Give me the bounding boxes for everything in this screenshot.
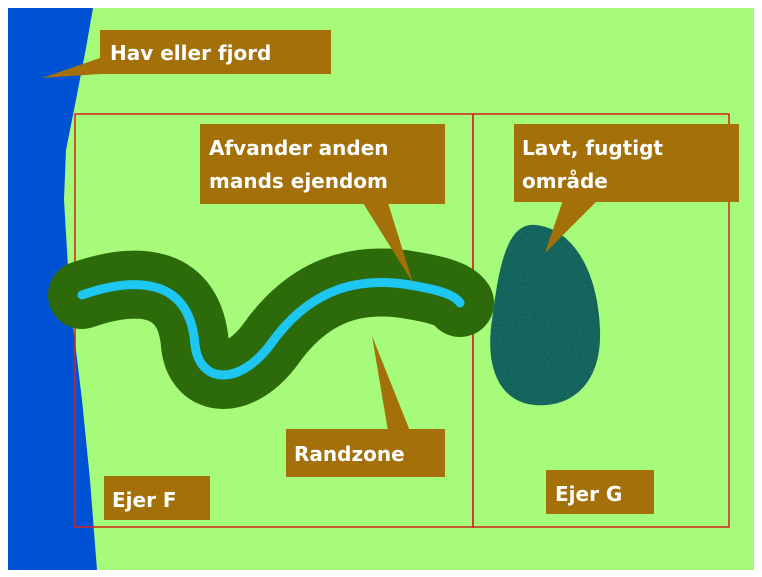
wet-area xyxy=(490,224,601,406)
sea-callout-box xyxy=(100,30,331,74)
drains-label-line-2: mands ejendom xyxy=(209,169,388,193)
sea-label: Hav eller fjord xyxy=(110,41,271,65)
sea-callout-pointer xyxy=(42,58,100,78)
owner-f-box xyxy=(104,476,210,520)
owner-g-label: Ejer G xyxy=(555,482,622,506)
wet-label-line-1: Lavt, fugtigt xyxy=(522,136,663,160)
wet-callout-box xyxy=(514,124,739,202)
drains-label-line-1: Afvander anden xyxy=(209,136,389,160)
buffer-label: Randzone xyxy=(294,442,405,466)
drains-callout-box xyxy=(200,124,445,204)
owner-g-box xyxy=(546,470,654,514)
owner-f-label: Ejer F xyxy=(112,488,177,512)
wet-label-line-2: område xyxy=(522,169,608,193)
drains-callout-pointer xyxy=(363,203,413,283)
stream xyxy=(77,278,465,380)
buffer-callout-pointer xyxy=(372,336,410,431)
wet-callout-pointer xyxy=(545,200,598,253)
buffer-callout-box xyxy=(286,429,445,477)
